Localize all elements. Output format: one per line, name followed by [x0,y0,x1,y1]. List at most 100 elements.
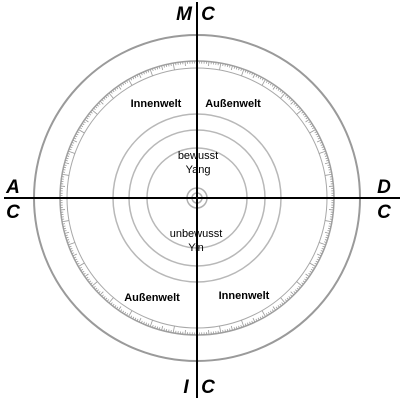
degree-tick [305,273,310,277]
degree-tick [64,162,70,165]
degree-tick [145,322,147,326]
degree-tick [247,70,249,74]
degree-tick [319,242,326,246]
degree-tick [110,302,113,305]
degree-tick [259,76,262,80]
degree-tick [134,317,137,321]
degree-tick [324,153,327,155]
degree-tick [328,225,332,227]
degree-tick [255,74,258,78]
degree-tick [302,113,306,116]
degree-tick [224,63,226,67]
degree-tick [87,115,90,118]
degree-tick [122,310,125,314]
degree-tick [66,155,70,157]
degree-tick [116,86,119,90]
mc-label-c: C [201,4,215,25]
degree-tick [271,309,274,312]
degree-tick [69,146,73,148]
degree-tick [103,97,106,100]
degree-tick [62,169,66,171]
degree-tick [316,135,320,138]
degree-tick [249,71,251,75]
degree-tick [241,69,245,76]
degree-tick [63,166,67,169]
degree-tick [309,270,313,273]
degree-tick [158,327,161,330]
degree-tick [326,159,329,162]
degree-tick [324,162,330,165]
degree-tick [132,76,135,80]
degree-tick [261,79,266,86]
degree-tick [279,89,282,93]
degree-tick [244,69,247,73]
degree-tick [84,273,89,277]
degree-tick [88,113,92,116]
degree-tick [325,236,329,239]
degree-tick [317,256,321,259]
degree-tick [122,82,125,86]
degree-tick [154,325,156,329]
degree-tick [277,88,280,91]
degree-tick [114,88,117,91]
degree-tick [75,260,79,263]
degree-tick [240,68,242,71]
degree-tick [143,321,145,325]
degree-tick [138,317,142,323]
degree-tick [63,227,67,230]
degree-tick [322,245,326,248]
degree-tick [90,282,93,285]
degree-tick [309,262,316,267]
degree-tick [235,326,238,330]
degree-tick [72,139,78,143]
degree-tick [165,64,168,68]
degree-tick [87,278,90,281]
degree-tick [314,262,318,265]
degree-tick [229,328,231,332]
degree-tick [240,325,242,328]
degree-tick [66,239,70,241]
degree-tick [281,302,284,305]
degree-tick [259,316,262,320]
degree-tick [62,173,70,176]
degree-tick [138,73,142,79]
degree-tick [316,139,322,143]
degree-tick [230,325,233,331]
degree-tick [321,248,325,250]
degree-tick [319,252,323,255]
degree-tick [168,63,170,67]
degree-tick [230,65,233,71]
degree-tick [290,294,293,297]
degree-tick [290,291,295,296]
degree-tick [286,95,289,99]
degree-tick [96,289,99,292]
degree-tick [76,262,80,265]
degree-tick [76,131,80,134]
degree-tick [281,91,284,94]
degree-tick [101,99,104,102]
ac-label-c: C [6,202,20,223]
degree-tick [124,81,127,85]
degree-tick [68,245,72,248]
degree-tick [298,285,301,289]
degree-tick [69,248,73,250]
degree-tick [320,250,324,252]
degree-tick [73,256,77,259]
degree-tick [105,297,108,301]
degree-tick [154,67,156,71]
degree-tick [304,115,307,118]
degree-tick [80,125,84,128]
degree-tick [108,92,114,99]
degree-tick [161,65,164,71]
degree-tick [63,230,67,232]
degree-tick [116,306,119,310]
degree-tick [163,328,165,332]
degree-tick [156,66,159,70]
degree-tick [226,328,229,332]
degree-tick [309,129,316,134]
degree-tick [106,299,110,302]
degree-tick [286,297,289,301]
degree-tick [284,94,288,97]
degree-tick [136,318,139,322]
degree-tick [85,276,89,279]
